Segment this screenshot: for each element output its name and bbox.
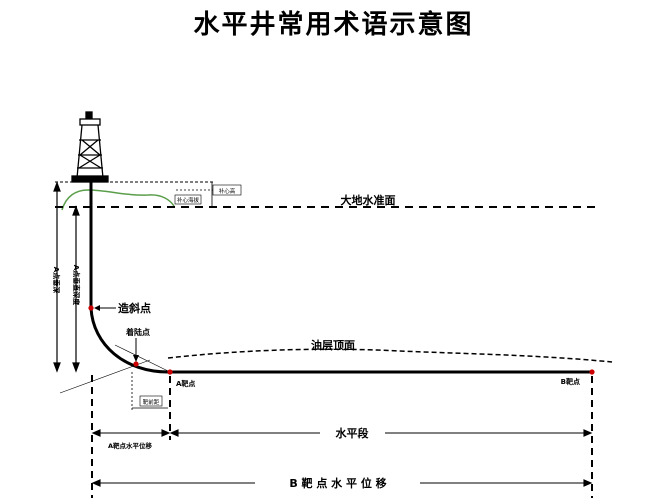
total-depth-dimension (53, 181, 61, 373)
terrain-profile (61, 189, 175, 211)
kickoff-arrowhead (94, 305, 100, 311)
b-target-label: B靶点 (561, 377, 580, 386)
small-label-1: 补心高 (219, 187, 236, 195)
diagram-title: 水平井常用术语示意图 (193, 10, 474, 40)
drilling-rig-icon (71, 111, 109, 183)
a-offset-dimension (91, 429, 171, 437)
well-path (89, 182, 592, 374)
small-label-box-3 (139, 395, 163, 407)
kickoff-point-label: 造斜点 (118, 301, 151, 315)
a-target-label: A靶点 (176, 379, 195, 388)
b-target-marker (589, 369, 595, 375)
small-label-3: 靶前距 (143, 398, 160, 406)
a-target-offset-label: A靶点水平位移 (108, 441, 153, 450)
small-label-box-2 (174, 194, 202, 205)
kickoff-point-marker (88, 305, 94, 311)
landing-arrowhead (133, 355, 139, 362)
landing-point-marker (133, 361, 139, 367)
horizontal-section-dimension (169, 429, 593, 437)
b-offset-dimension (91, 479, 593, 487)
ground-level-label: 大地水准面 (341, 193, 396, 207)
a-vertical-depth-label: A点垂直深度 (72, 265, 81, 306)
tangent-guide-2 (114, 344, 171, 373)
reservoir-top-label: 油层顶面 (311, 338, 355, 352)
total-vertical-depth-label: A点垂深 (52, 267, 61, 293)
landing-point-label: 着陆点 (125, 327, 150, 337)
b-target-offset-label: B 靶 点 水 平 位 移 (289, 476, 386, 490)
small-label-box-1 (212, 184, 242, 196)
a-depth-dimension (72, 205, 80, 373)
a-target-marker (167, 369, 173, 375)
reservoir-top-line (167, 348, 613, 363)
small-label-2: 补心海拔 (177, 196, 200, 204)
horizontal-section-label: 水平段 (336, 426, 369, 440)
